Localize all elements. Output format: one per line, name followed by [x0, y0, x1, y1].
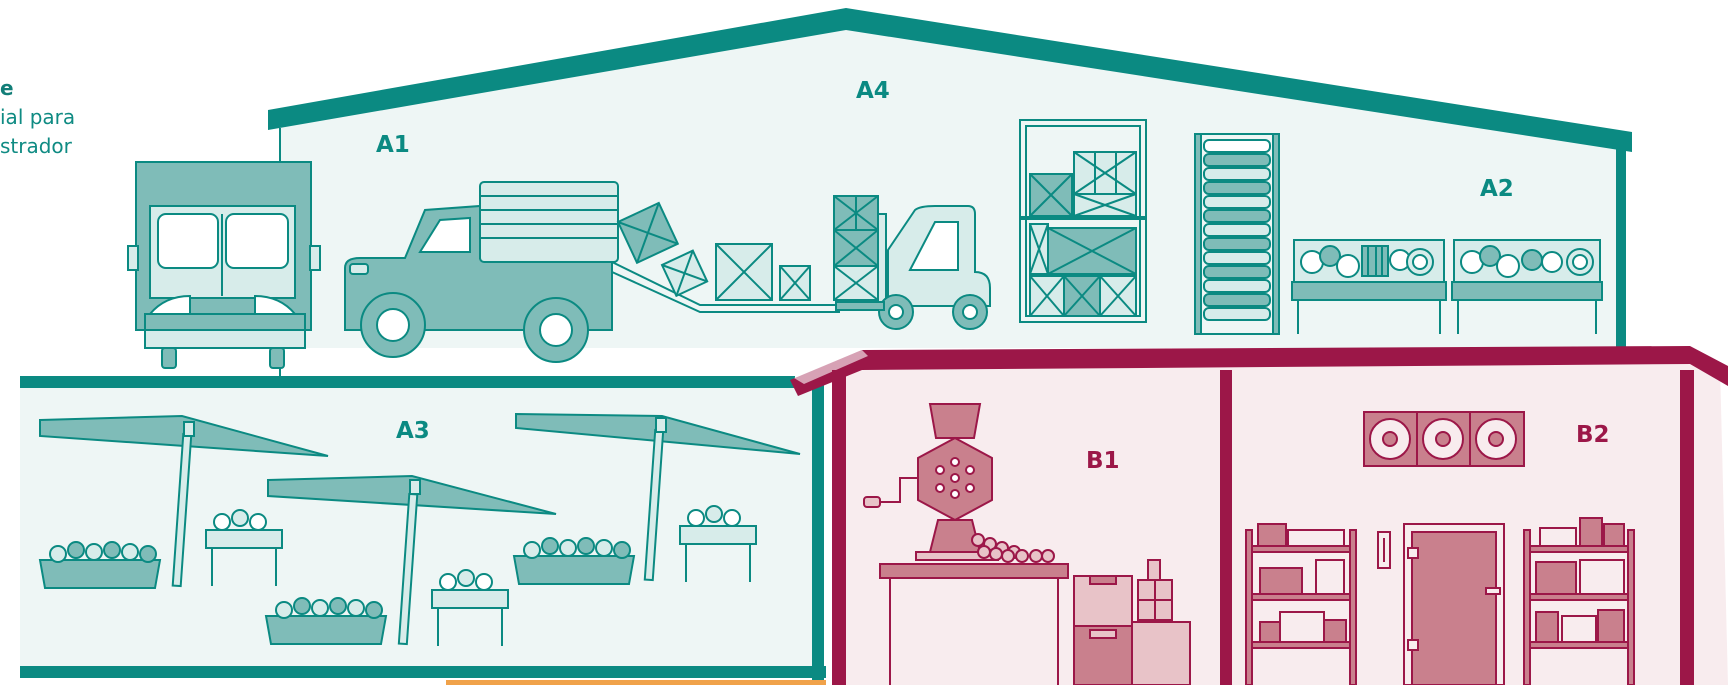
wall-a-right: [1616, 148, 1626, 348]
label-b1: B1: [1086, 448, 1120, 474]
label-a3: A3: [396, 418, 430, 444]
label-a1: A1: [376, 132, 410, 158]
crate-rack-illustration: [1020, 120, 1146, 322]
roof-a3: [20, 376, 795, 388]
cooling-units: [1364, 412, 1524, 466]
truck-front-illustration: [128, 162, 320, 368]
label-a4: A4: [856, 78, 890, 104]
tray-stack-illustration: [1195, 134, 1279, 334]
orange-strip: [446, 680, 826, 685]
forklift-illustration: [834, 196, 990, 329]
label-a2: A2: [1480, 176, 1514, 202]
label-b2: B2: [1576, 422, 1610, 448]
